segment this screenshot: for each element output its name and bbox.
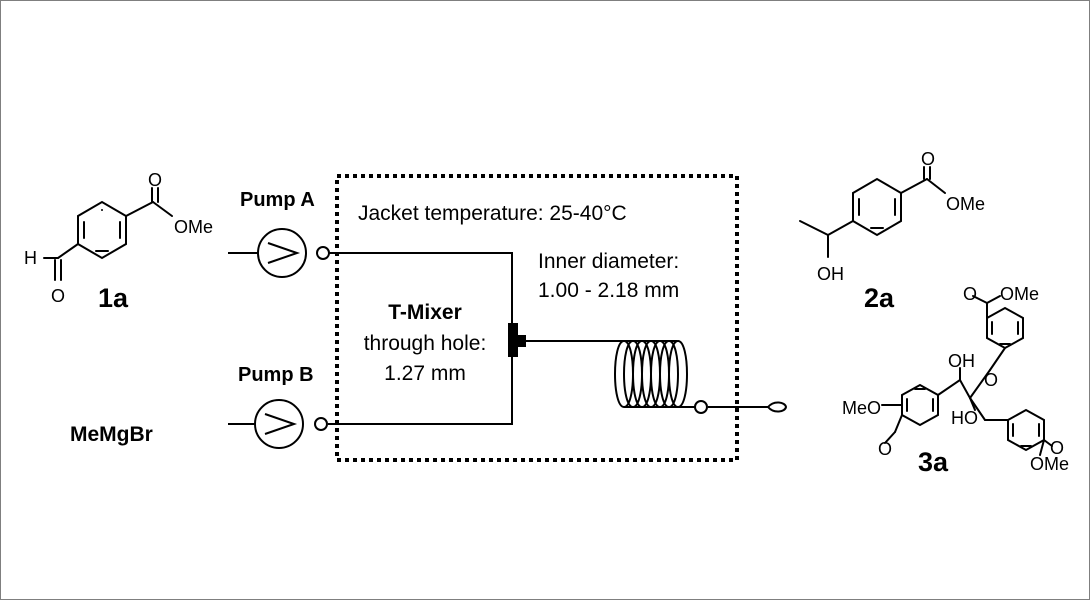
compound-3a-label: 3a	[918, 447, 949, 477]
atom-2a-o-top: O	[921, 149, 935, 169]
atom-3a-o-right: O	[1050, 438, 1064, 458]
compound-2a-structure: O OMe OH	[799, 149, 985, 284]
pump-b-label: Pump B	[238, 364, 314, 386]
atom-3a-oh-top: OH	[948, 351, 975, 371]
atom-2a-ome: OMe	[946, 194, 985, 214]
t-mixer-hole-label: through hole:	[364, 332, 487, 355]
atom-3a-o-ket: O	[984, 370, 998, 390]
inner-diameter-title: Inner diameter:	[538, 250, 679, 273]
atom-3a-ome-right: OMe	[1030, 454, 1069, 474]
jacket-temperature-label: Jacket temperature: 25-40°C	[358, 202, 627, 225]
atom-1a-h: H	[24, 248, 37, 268]
t-mixer-hole-value: 1.27 mm	[384, 362, 466, 385]
atom-2a-oh: OH	[817, 264, 844, 284]
atom-1a-o-top: O	[148, 170, 162, 190]
reagent-memgbr-label: MeMgBr	[70, 423, 153, 446]
atom-3a-o-left: O	[878, 439, 892, 459]
atom-3a-ho-mid: HO	[951, 408, 978, 428]
t-mixer-icon	[508, 323, 526, 357]
atom-3a-meo-left: MeO	[842, 398, 881, 418]
atom-3a-o-top: O	[963, 284, 977, 304]
coil-reactor-icon	[614, 339, 708, 414]
atom-1a-ome: OMe	[174, 217, 213, 237]
pump-a-icon	[257, 228, 330, 278]
compound-1a-structure: O OMe H O	[24, 170, 213, 306]
atom-1a-o-ald: O	[51, 286, 65, 306]
tube-a	[329, 252, 513, 330]
compound-2a-label: 2a	[864, 283, 895, 313]
atom-3a-ome-top: OMe	[1000, 284, 1039, 304]
outlet-drop-icon	[766, 401, 788, 413]
compound-1a-label: 1a	[98, 283, 129, 313]
tube-b	[328, 356, 513, 425]
t-mixer-title: T-Mixer	[388, 301, 462, 324]
pump-b-icon	[254, 399, 328, 449]
compound-3a-structure: O OMe OH O MeO O HO O OMe	[842, 284, 1069, 474]
inner-diameter-value: 1.00 - 2.18 mm	[538, 279, 679, 302]
jacket-box	[335, 174, 739, 462]
pump-a-label: Pump A	[240, 189, 315, 211]
